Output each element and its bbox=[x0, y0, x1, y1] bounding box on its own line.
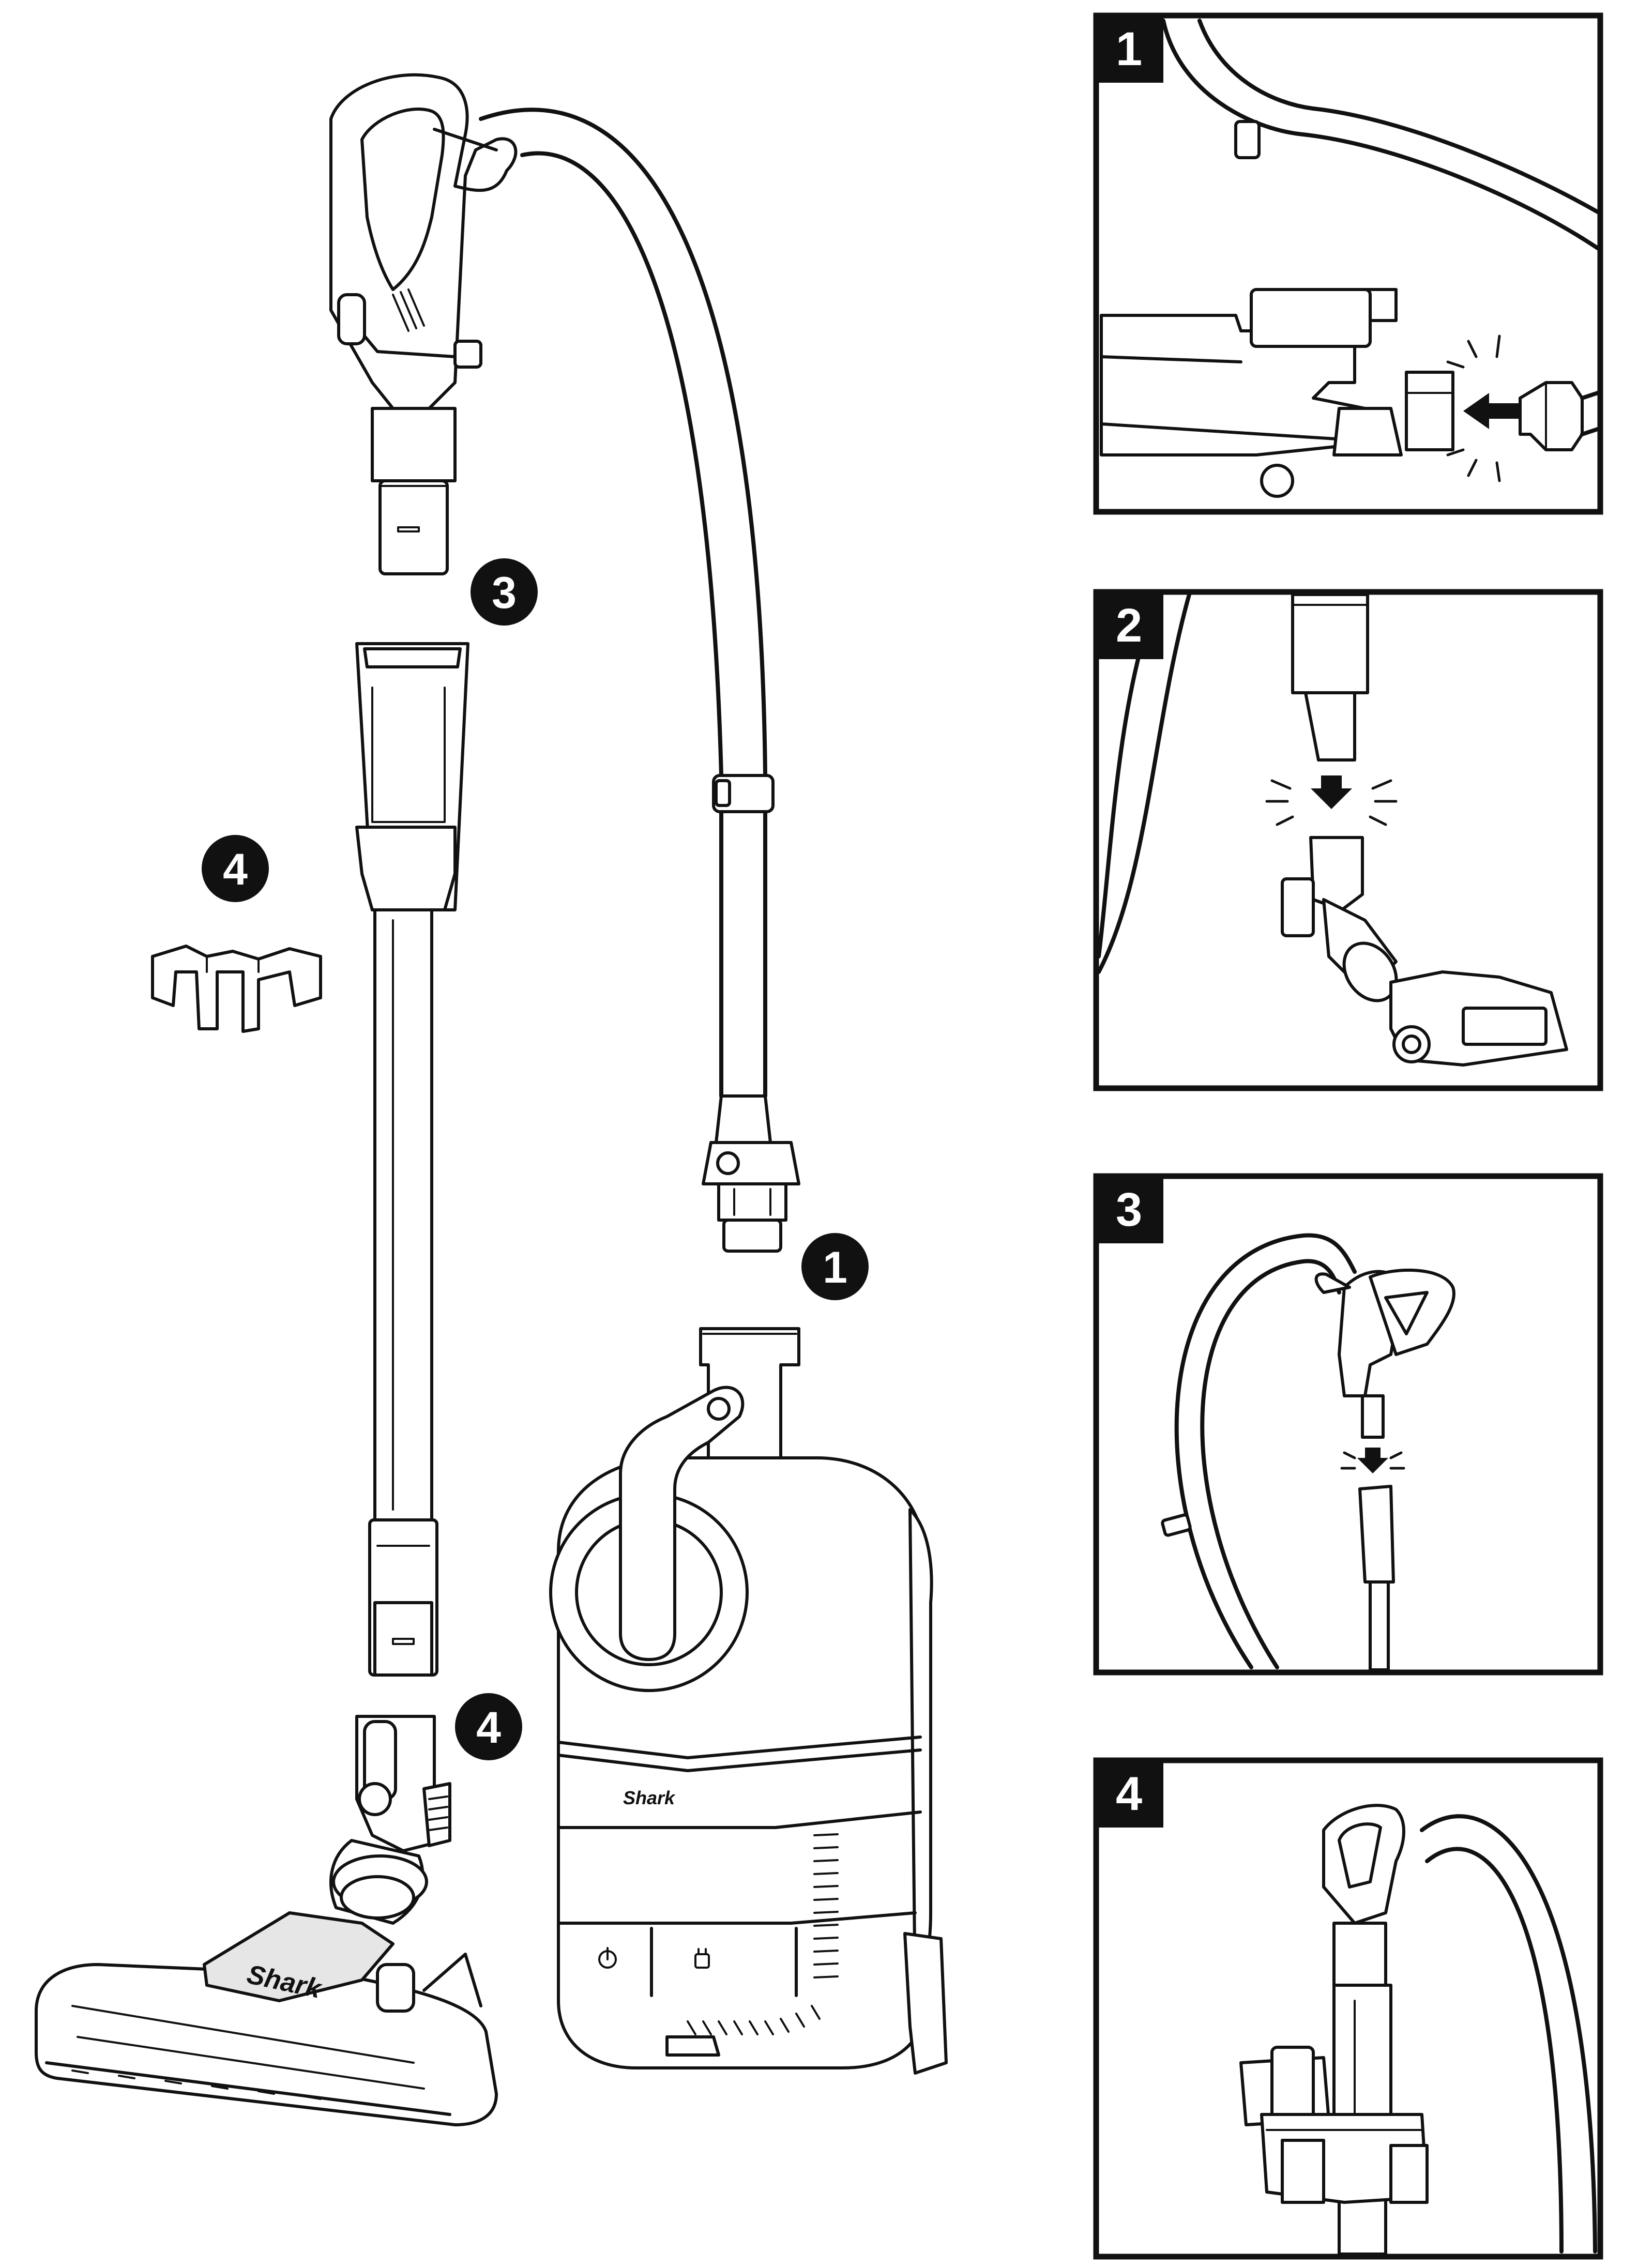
step-panel-4: 4 bbox=[1093, 1757, 1603, 2260]
down-arrow-icon bbox=[1357, 1448, 1388, 1473]
wand bbox=[355, 642, 469, 1677]
svg-text:1: 1 bbox=[823, 1243, 847, 1292]
exploded-view: 3 4 4 bbox=[35, 73, 948, 2126]
plug-icon bbox=[694, 1948, 710, 1969]
down-arrow-icon bbox=[1311, 775, 1352, 809]
hose bbox=[479, 108, 800, 1253]
callout-handle-to-wand: 3 bbox=[471, 558, 538, 626]
svg-text:1: 1 bbox=[1116, 23, 1142, 75]
click-burst-icon bbox=[1446, 334, 1501, 482]
handle-to-wand-illustration bbox=[1161, 1233, 1455, 1671]
accessory-clip: 4 bbox=[151, 835, 322, 1033]
hose-connection-illustration bbox=[1100, 19, 1600, 498]
svg-text:3: 3 bbox=[1116, 1183, 1142, 1236]
svg-text:4: 4 bbox=[223, 845, 248, 894]
push-arrow-icon bbox=[1463, 393, 1520, 429]
canister-bottom-grille bbox=[687, 2005, 821, 2035]
svg-text:3: 3 bbox=[492, 568, 517, 618]
svg-text:4: 4 bbox=[476, 1703, 501, 1753]
canister-vent bbox=[813, 1833, 839, 1978]
svg-text:4: 4 bbox=[1116, 1768, 1142, 1820]
click-burst-icon bbox=[1265, 779, 1398, 826]
click-burst-icon bbox=[1340, 1451, 1405, 1470]
svg-text:2: 2 bbox=[1116, 599, 1142, 652]
nozzle-vent-slots bbox=[71, 2069, 368, 2105]
handle bbox=[329, 73, 518, 575]
svg-text:Shark: Shark bbox=[623, 1787, 676, 1808]
step-panel-3: 3 bbox=[1093, 1173, 1603, 1676]
step-panel-2: 2 bbox=[1093, 589, 1603, 1091]
wand-to-nozzle-illustration bbox=[1097, 592, 1568, 1067]
floor-nozzle: Shark bbox=[35, 1715, 498, 2126]
step-panel-1: 1 bbox=[1093, 12, 1603, 515]
callout-wand-to-nozzle: 4 bbox=[455, 1693, 522, 1760]
power-icon bbox=[598, 1947, 617, 1969]
callout-hose-to-base: 1 bbox=[801, 1233, 869, 1300]
base-port bbox=[1405, 371, 1454, 451]
clip-attach-illustration bbox=[1239, 1804, 1597, 2256]
canister-base: Shark bbox=[549, 1327, 948, 2075]
